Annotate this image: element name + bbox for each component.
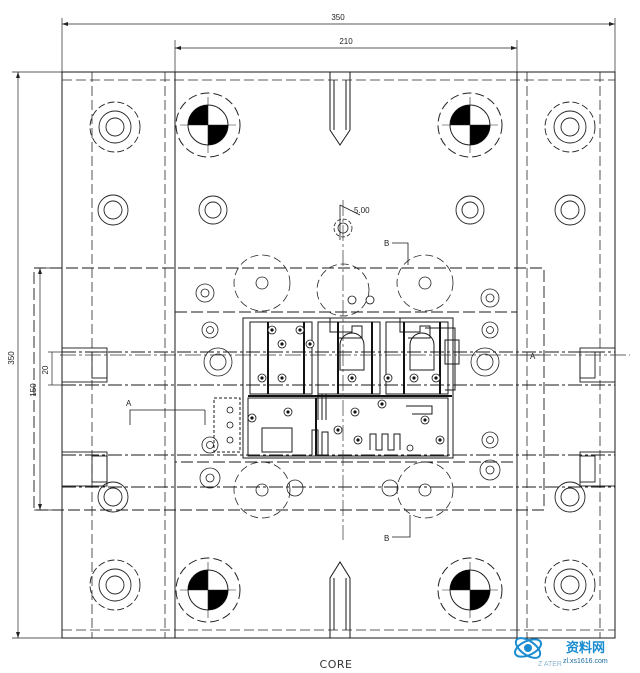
screw-hole-1 bbox=[89, 101, 141, 153]
center-mark-bottom-right bbox=[437, 557, 503, 623]
cavity-block bbox=[213, 317, 460, 459]
dim-overall-height: 350 bbox=[7, 351, 16, 365]
filled-pins bbox=[250, 328, 442, 442]
section-line-center bbox=[60, 200, 630, 540]
screw-hole-8 bbox=[554, 481, 586, 513]
screw-holes bbox=[89, 101, 596, 611]
dim-offset: 20 bbox=[41, 365, 50, 374]
watermark-bg: Z ATER bbox=[538, 661, 562, 668]
watermark-logo: Z ATER 资料网 zl.xs1616.com bbox=[513, 637, 608, 668]
watermark-brand: 资料网 bbox=[566, 640, 605, 655]
dimension-lines bbox=[12, 18, 616, 639]
center-mark-top-left bbox=[175, 92, 241, 158]
watermark-emblem bbox=[513, 637, 543, 659]
runner-lines bbox=[248, 322, 452, 455]
dim-inner-height: 150 bbox=[29, 383, 38, 397]
dimension-arrows bbox=[16, 22, 615, 638]
side-bolts bbox=[61, 347, 616, 487]
dim-inner-width: 210 bbox=[339, 37, 353, 46]
screw-hole-5 bbox=[97, 194, 129, 226]
center-mark-bottom-left bbox=[175, 557, 241, 623]
view-title: CORE bbox=[320, 658, 353, 671]
screw-hole-9 bbox=[198, 195, 228, 225]
screw-hole-2 bbox=[544, 101, 596, 153]
callout-value: 5.00 bbox=[354, 206, 370, 215]
screw-hole-7 bbox=[97, 481, 129, 513]
section-mark-b-top: B bbox=[384, 239, 389, 248]
ejector-pins bbox=[226, 295, 445, 452]
insert-outlines bbox=[33, 267, 615, 511]
screw-hole-6 bbox=[554, 194, 586, 226]
center-mark-top-right bbox=[437, 92, 503, 158]
dim-overall-width: 350 bbox=[331, 13, 345, 22]
center-marks bbox=[175, 92, 503, 623]
screw-hole-3 bbox=[89, 559, 141, 611]
section-mark-a-right: A bbox=[530, 352, 536, 361]
screw-hole-4 bbox=[544, 559, 596, 611]
section-mark-b-bottom: B bbox=[384, 534, 389, 543]
ejector-circles bbox=[195, 218, 501, 519]
screw-hole-10 bbox=[455, 195, 485, 225]
watermark-url: zl.xs1616.com bbox=[563, 658, 608, 665]
section-mark-a-left: A bbox=[126, 399, 132, 408]
guide-slots bbox=[329, 72, 351, 638]
